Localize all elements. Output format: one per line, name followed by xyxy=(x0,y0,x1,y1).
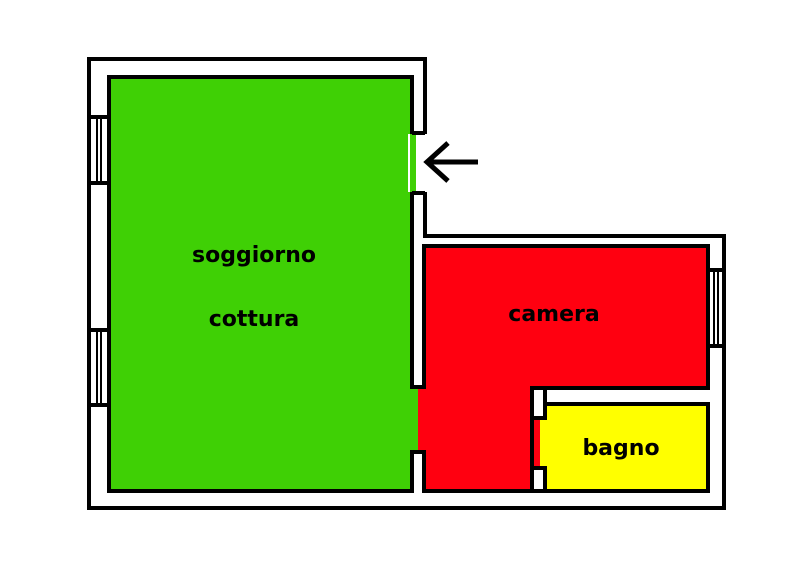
label-cottura: cottura xyxy=(209,307,300,332)
doorway-living-camera-red xyxy=(418,389,426,450)
inner-wall-bagno xyxy=(530,466,547,493)
doorway-camera-bagno-yellow xyxy=(540,420,547,466)
room-bagno xyxy=(543,402,710,493)
doorway-living-camera xyxy=(410,389,418,450)
label-camera: camera xyxy=(508,302,599,327)
label-bagno: bagno xyxy=(582,436,659,461)
label-soggiorno: soggiorno xyxy=(192,243,316,268)
room-soggiorno-cottura xyxy=(107,75,414,493)
inner-wall-bagno xyxy=(530,386,547,420)
left-arrow-icon xyxy=(423,141,478,183)
window-left-upper xyxy=(87,115,111,185)
doorway-camera-bagno xyxy=(534,420,543,466)
entrance-gap-floor xyxy=(410,134,416,192)
window-left-lower xyxy=(87,328,111,407)
window-right xyxy=(706,268,726,348)
